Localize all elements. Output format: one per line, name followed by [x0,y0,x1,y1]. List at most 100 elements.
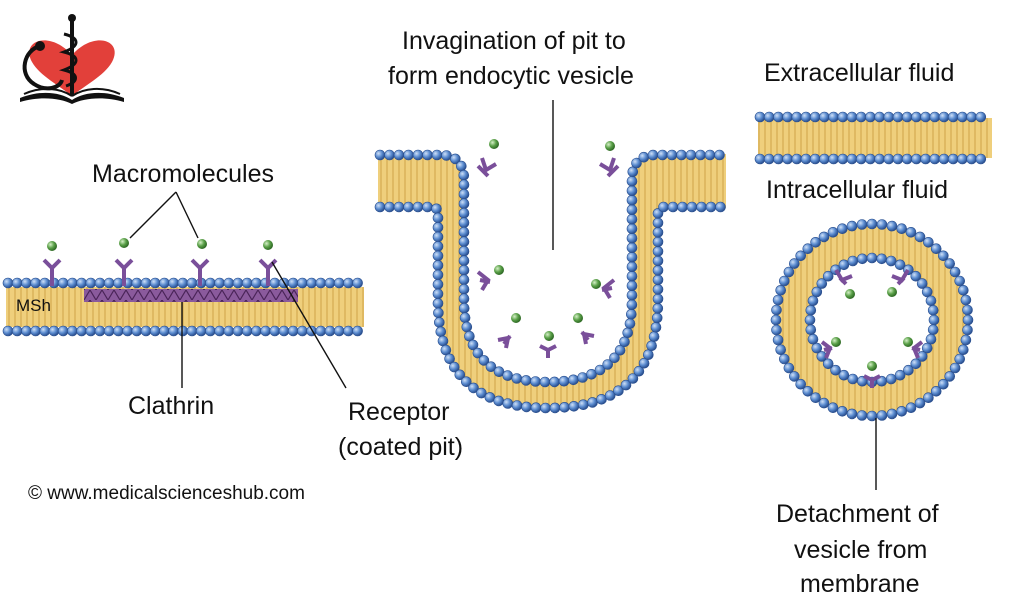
phospholipid-head [954,353,966,365]
phospholipid-head [596,393,607,405]
phospholipid-head [432,212,444,224]
phospholipid-head [947,153,959,165]
phospholipid-head [652,274,664,286]
phospholipid-head [914,231,926,243]
phospholipid-head [652,293,664,305]
phospholipid-head [511,373,523,384]
phospholipid-head [838,259,850,271]
phospholipid-head [715,201,726,213]
phospholipid-head [957,344,969,356]
phospholipid-head [807,295,819,307]
phospholipid-head [901,111,913,123]
phospholipid-head [910,270,922,282]
detachment-label: Detachment of [776,500,939,528]
phospholipid-head [484,392,496,403]
phospholipid-head [626,194,638,206]
phospholipid-head [57,277,69,289]
phospholipid-head [827,402,839,414]
phospholipid-head [805,324,817,336]
phospholipid-head [626,299,638,311]
receptor [258,258,278,286]
phospholipid-head [927,304,939,316]
clathrin-coat [84,289,298,302]
phospholipid-head [186,325,198,337]
phospholipid-head [94,325,106,337]
macromolecule [489,139,499,149]
phospholipid-head [894,369,906,381]
vesicle-heads-inner [804,252,940,388]
phospholipid-head [855,153,867,165]
phospholipid-head [432,298,444,309]
phospholipid-head [954,275,966,287]
phospholipid-head [937,378,949,390]
phospholipid-head [458,188,470,200]
phospholipid-head [847,373,859,385]
phospholipid-head [914,397,926,409]
phospholipid-head [811,286,823,298]
phospholipid-head [343,277,354,289]
membrane-heads-bottom [754,153,987,165]
phospholipid-head [472,347,484,359]
phospholipid-head [11,277,23,289]
macromolecule [494,265,504,275]
invagination-sublabel: form endocytic vesicle [388,62,634,90]
phospholipid-head [650,321,662,333]
lipid-tails [378,154,726,408]
phospholipid-head [549,402,561,414]
phospholipid-head [828,153,839,165]
detachment-sublabel-2: membrane [800,570,920,598]
phospholipid-head [937,250,949,262]
phospholipid-head [930,385,942,397]
phospholipid-head [856,410,868,421]
phospholipid-head [778,353,790,365]
phospholipid-head [791,153,803,165]
phospholipid-head [901,153,913,165]
phospholipid-head [433,307,444,319]
leader-lines-left [129,191,347,389]
phospholipid-head [67,325,78,337]
phospholipid-head [626,270,638,282]
phospholipid-head [39,325,51,337]
membrane-heads-top [754,111,987,123]
phospholipid-head [962,324,973,336]
receptor-label: Receptor [348,398,449,426]
phospholipid-head [876,253,888,265]
phospholipid-head [205,325,216,337]
phospholipid-head [186,277,198,289]
phospholipid-head [818,231,830,243]
phospholipid-head [695,149,706,161]
phospholipid-head [771,324,782,336]
phospholipid-head [435,326,447,338]
phospholipid-head [384,201,395,213]
phospholipid-head [810,237,821,248]
phospholipid-head [626,204,638,215]
phospholipid-head [232,277,244,289]
phospholipid-head [21,325,32,337]
phospholipid-head [441,150,452,161]
phospholipid-head [67,277,78,289]
phospholipid-head [459,312,471,324]
phospholipid-head [493,395,505,407]
phospholipid-head [30,325,41,337]
macromolecule [47,241,57,251]
phospholipid-head [57,325,69,337]
phospholipid-head [468,382,479,394]
phospholipid-head [458,264,470,276]
macromolecule [197,239,207,249]
phospholipid-head [686,201,698,213]
phospholipid-head [315,325,327,337]
phospholipid-head [493,366,505,378]
invaginating-membrane [374,139,726,414]
phospholipid-head [923,237,934,248]
phospholipid-head [856,253,868,265]
phospholipid-head [783,362,795,374]
phospholipid-head [910,358,922,370]
phospholipid-head [437,335,449,347]
phospholipid-head [772,334,784,346]
clathrin-label: Clathrin [128,392,214,420]
phospholipid-head [458,217,470,228]
phospholipid-head [476,387,487,399]
copyright-text: © www.medicalscienceshub.com [28,483,305,504]
macromolecule [887,287,897,297]
phospholipid-head [324,277,336,289]
